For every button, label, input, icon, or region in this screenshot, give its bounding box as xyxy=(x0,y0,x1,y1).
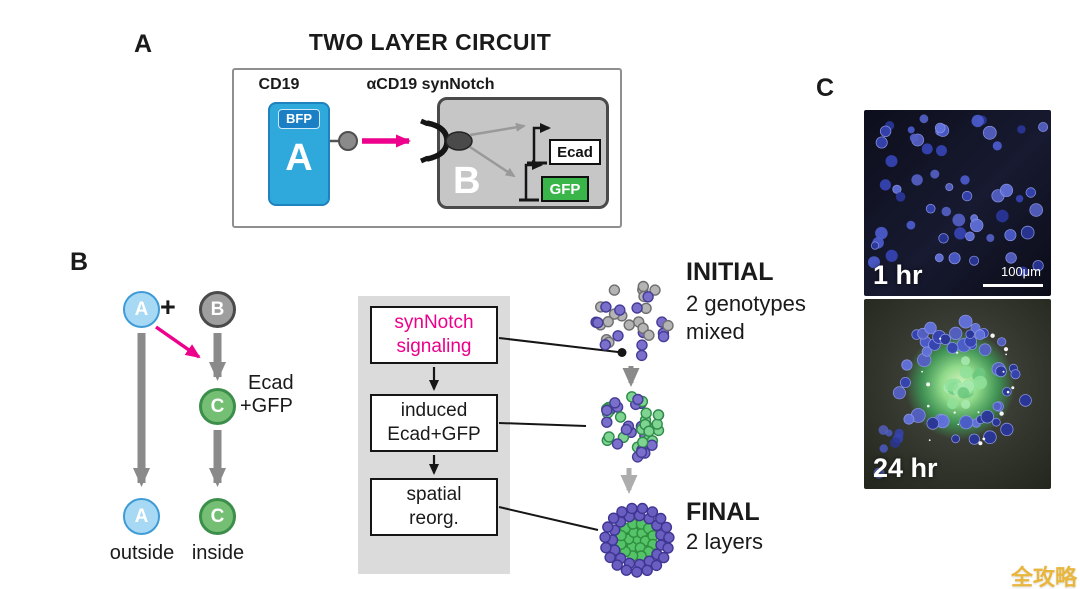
cd19-label: CD19 xyxy=(258,76,300,93)
timestamp-24hr: 24 hr xyxy=(873,453,938,483)
initial-subtitle-2: mixed xyxy=(686,319,745,344)
outside-a-circle: A xyxy=(123,498,160,535)
panel-b-label: B xyxy=(70,248,89,276)
final-subtitle: 2 layers xyxy=(686,529,764,554)
final-title: FINAL xyxy=(686,498,760,526)
flow-step-1-line-2: signaling xyxy=(396,336,472,357)
flow-step-2-line-1: induced xyxy=(400,400,468,421)
microscopy-24hr-image: 24 hr xyxy=(864,299,1051,489)
inside-label: inside xyxy=(191,542,245,564)
connector-middle xyxy=(498,422,587,427)
gfp-line: +GFP xyxy=(240,395,293,417)
gfp-gene-box: GFP xyxy=(541,176,589,202)
scale-bar xyxy=(983,284,1043,287)
induced-cluster-illustration xyxy=(601,391,665,463)
microscopy-1hr-image: 1 hr 100μm xyxy=(864,110,1051,296)
ecad-gfp-annotation: Ecad +GFP xyxy=(240,372,324,418)
panel-a-title: TWO LAYER CIRCUIT xyxy=(308,29,552,55)
inside-c-circle: C xyxy=(199,498,236,535)
plus-sign: + xyxy=(160,292,176,322)
flow-step-reorg: spatial reorg. xyxy=(370,478,498,536)
flow-step-synnotch: synNotch signaling xyxy=(370,306,498,364)
microscopy-24hr-cells xyxy=(873,314,1032,479)
bfp-tag: BFP xyxy=(278,109,320,129)
flow-step-1-line-1: synNotch xyxy=(394,312,474,333)
microscopy-1hr-cells xyxy=(868,114,1049,277)
scale-bar-label: 100μm xyxy=(1000,264,1041,279)
panel-a-label: A xyxy=(134,30,153,58)
flow-step-induced: induced Ecad+GFP xyxy=(370,394,498,452)
flow-step-2-line-2: Ecad+GFP xyxy=(387,424,481,445)
synnotch-label: αCD19 synNotch xyxy=(366,76,495,93)
cell-a-letter: A xyxy=(285,137,313,179)
watermark-text: 全攻略 xyxy=(1010,565,1077,589)
cell-a-schematic: BFP A xyxy=(268,102,330,206)
outside-label: outside xyxy=(109,542,175,564)
initial-mixed-cluster-illustration xyxy=(590,280,674,362)
panel-c-label: C xyxy=(816,74,835,102)
flow-step-3-line-2: reorg. xyxy=(409,508,459,529)
cell-type-b-circle: B xyxy=(199,291,236,328)
signaling-arrow xyxy=(154,325,201,359)
flow-step-3-line-1: spatial xyxy=(406,484,462,505)
ecad-line: Ecad xyxy=(248,372,294,394)
ecad-gene-box: Ecad xyxy=(549,139,601,165)
cell-b-letter: B xyxy=(453,160,481,202)
cell-b-schematic: B Ecad GFP xyxy=(437,97,609,209)
initial-subtitle-1: 2 genotypes xyxy=(686,291,806,316)
final-two-layer-cluster-illustration xyxy=(599,502,675,578)
initial-title: INITIAL xyxy=(686,258,774,286)
cell-type-a-circle: A xyxy=(123,291,160,328)
cell-type-c-circle: C xyxy=(199,388,236,425)
timestamp-1hr: 1 hr xyxy=(873,260,923,290)
connector-final xyxy=(498,506,599,531)
